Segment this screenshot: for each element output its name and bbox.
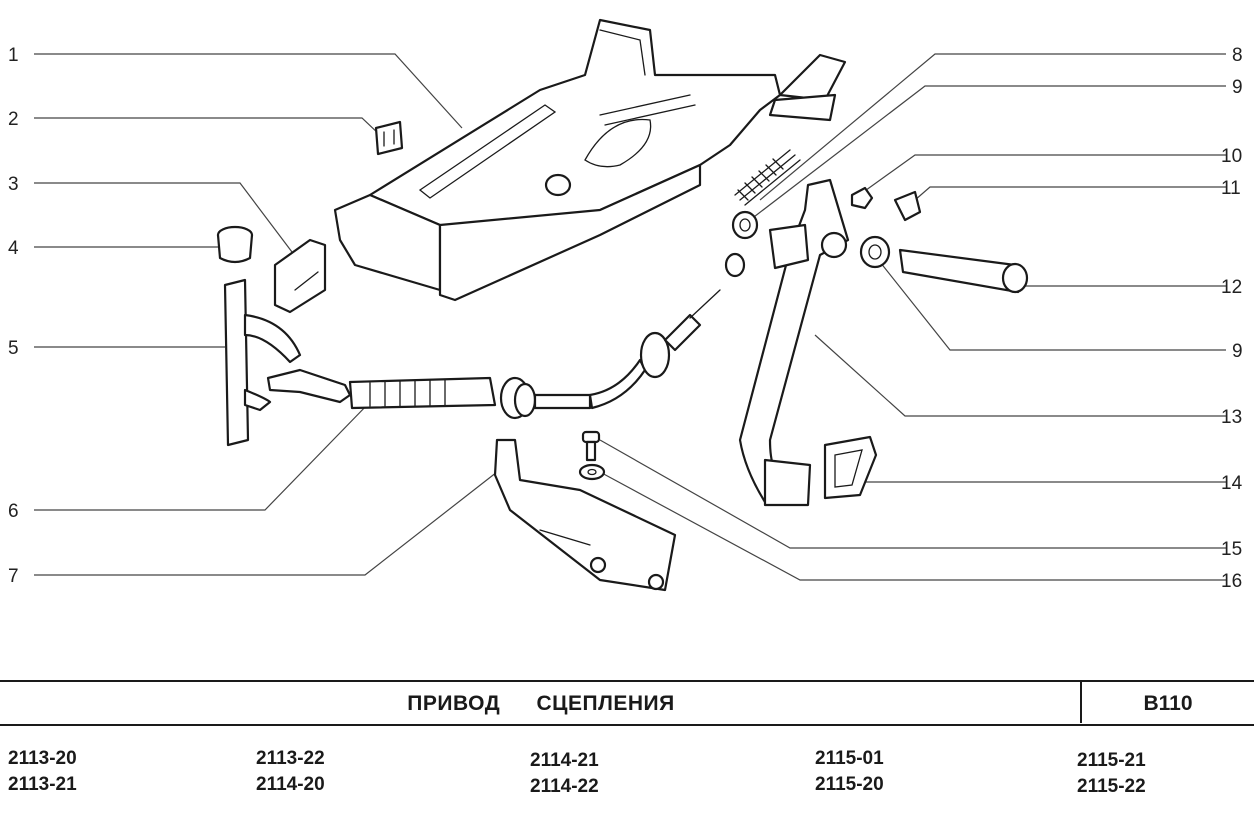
callout-13: 13 [1221, 407, 1242, 428]
callout-9-upper: 9 [1232, 77, 1243, 98]
stop-pad [273, 238, 327, 314]
clip [374, 120, 404, 156]
callout-9-lower: 9 [1232, 341, 1243, 362]
clutch-pedal [738, 178, 850, 507]
cable-bracket [493, 438, 677, 592]
code-box: B110 [1080, 682, 1254, 723]
bushing-upper [731, 210, 759, 240]
callout-7: 7 [8, 566, 19, 587]
model-2115-22: 2115-22 [1077, 776, 1146, 797]
title-block: ПРИВОД СЦЕПЛЕНИЯ B110 [0, 680, 1254, 726]
nut [850, 186, 874, 210]
callout-11: 11 [1221, 178, 1241, 199]
callout-15: 15 [1221, 539, 1242, 560]
model-2113-22: 2113-22 [256, 748, 325, 769]
callout-14: 14 [1221, 473, 1243, 494]
pedal-axle [898, 248, 1029, 294]
callout-4: 4 [8, 238, 19, 259]
callout-12: 12 [1221, 277, 1242, 298]
pedal-pad [823, 435, 878, 500]
callouts-left: 1 2 3 4 5 6 7 [8, 45, 19, 587]
model-2113-20: 2113-20 [8, 748, 77, 769]
model-2115-01: 2115-01 [815, 748, 884, 769]
spring-clip [893, 190, 922, 222]
callout-2: 2 [8, 109, 19, 130]
callouts-right: 8 9 10 11 12 9 13 14 15 16 [1221, 45, 1243, 592]
washer [578, 463, 606, 481]
bolt [581, 430, 601, 462]
callout-8: 8 [1232, 45, 1243, 66]
model-2114-21: 2114-21 [530, 750, 599, 771]
diagram-title: ПРИВОД СЦЕПЛЕНИЯ [407, 692, 675, 715]
callout-6: 6 [8, 501, 19, 522]
bushing-lower [859, 235, 891, 269]
bumper [216, 225, 254, 264]
exploded-parts-diagram: 1 2 3 4 5 6 7 8 9 10 11 12 9 13 14 15 16 [8, 18, 1243, 592]
diagram-code: B110 [1143, 692, 1193, 715]
model-2115-20: 2115-20 [815, 774, 884, 795]
clutch-cable [266, 252, 746, 420]
model-2114-22: 2114-22 [530, 776, 599, 797]
pedal-bracket [333, 18, 847, 302]
return-spring [734, 149, 801, 206]
callout-5: 5 [8, 338, 19, 359]
release-fork [223, 278, 302, 447]
callout-1: 1 [8, 45, 19, 66]
callout-10: 10 [1221, 146, 1242, 167]
callout-16: 16 [1221, 571, 1242, 592]
model-2113-21: 2113-21 [8, 774, 77, 795]
model-2115-21: 2115-21 [1077, 750, 1146, 771]
model-2114-20: 2114-20 [256, 774, 325, 795]
leader-lines [34, 53, 1226, 581]
callout-3: 3 [8, 174, 19, 195]
